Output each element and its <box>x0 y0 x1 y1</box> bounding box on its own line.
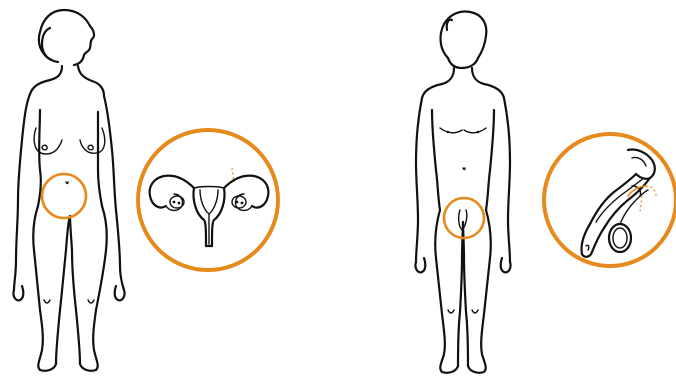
pelvic-region-circle <box>42 174 86 218</box>
female-figure <box>13 10 124 371</box>
uterus-ovaries-callout <box>138 130 278 270</box>
female-region-highlight <box>42 174 86 218</box>
male-organ-callout <box>544 134 676 266</box>
male-figure <box>415 12 510 373</box>
uterus-callout-circle <box>138 130 278 270</box>
